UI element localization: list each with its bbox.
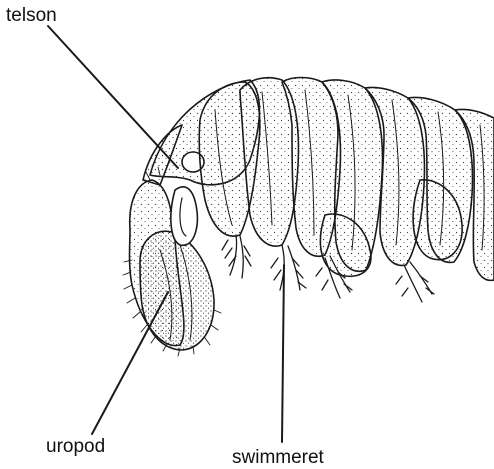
uropod-inner (140, 231, 214, 350)
swimmeret-1 (230, 235, 243, 278)
appendage-loop (171, 187, 197, 245)
swimmeret-label: swimmeret (232, 448, 324, 467)
swimmeret-leader-line (282, 265, 284, 442)
uropod-label: uropod (46, 437, 105, 456)
uropod-leader-line (92, 292, 168, 434)
telson-label: telson (6, 6, 57, 25)
telson-leader-line (48, 26, 178, 168)
